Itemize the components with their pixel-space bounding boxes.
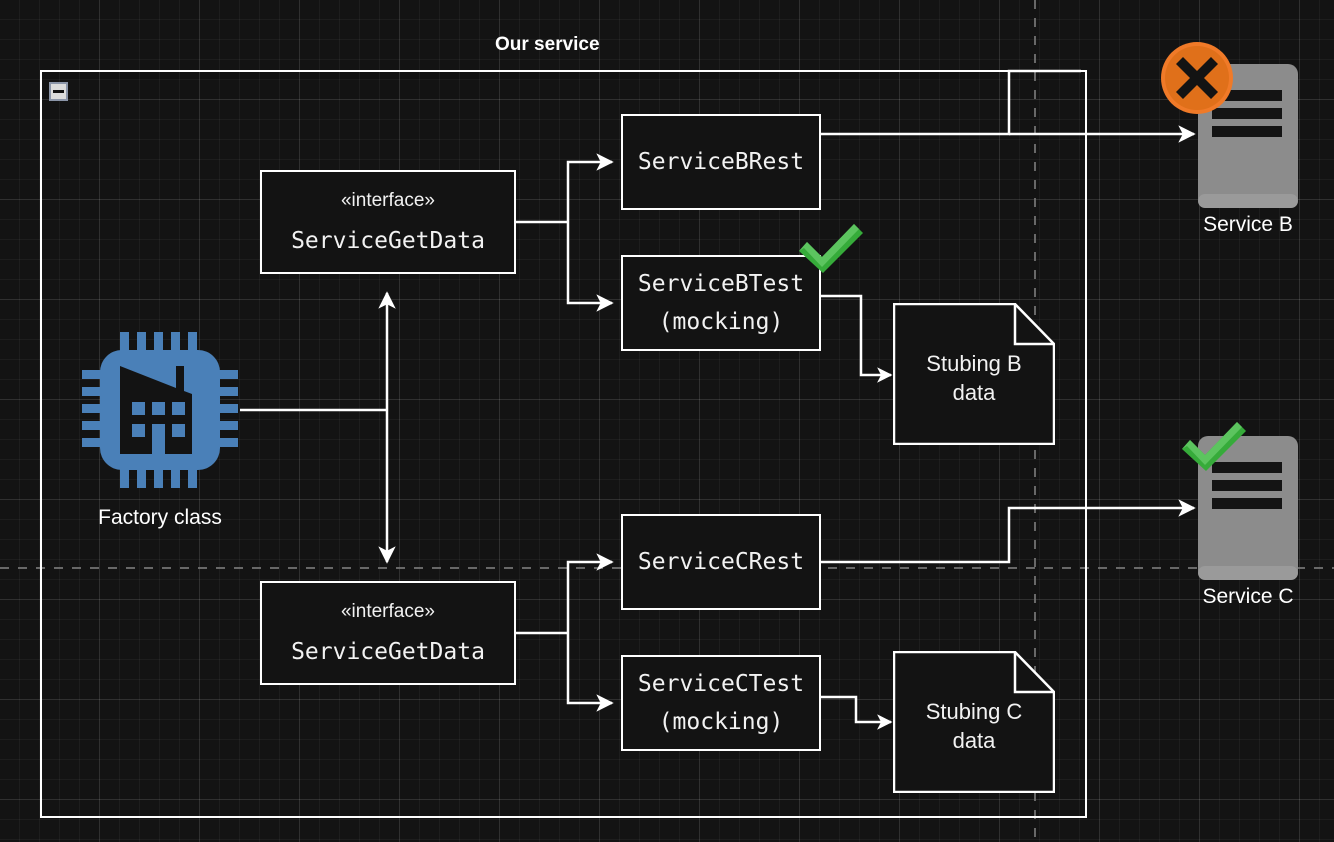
minus-glyph	[53, 90, 64, 93]
class-name: ServiceBTest	[637, 271, 805, 297]
check-icon-servicebtest	[795, 220, 867, 276]
interface-name: ServiceGetData	[291, 639, 485, 665]
check-icon-service-c	[1178, 418, 1250, 474]
class-name: ServiceBRest	[637, 149, 805, 175]
factory-class-label: Factory class	[98, 506, 222, 529]
class-stereotype-mocking: (mocking)	[658, 309, 784, 335]
document-line1: Stubing C	[925, 699, 1023, 724]
page-title: Our service	[495, 34, 600, 55]
class-name: ServiceCRest	[637, 549, 805, 575]
chip-factory-icon	[82, 332, 238, 488]
cross-icon-service-b	[1159, 40, 1235, 116]
document-label: Stubing C data	[893, 697, 1055, 755]
interface-servicegetdata-bottom[interactable]: «interface» ServiceGetData	[260, 581, 516, 685]
our-service-container[interactable]	[40, 70, 1087, 818]
factory-class-node[interactable]	[80, 330, 240, 495]
document-shape-icon	[892, 650, 1056, 794]
collapse-minus-icon[interactable]	[49, 82, 68, 101]
external-service-c[interactable]	[1196, 434, 1300, 582]
document-line1: Stubing B	[926, 351, 1022, 376]
interface-stereotype: «interface»	[340, 190, 435, 211]
document-stubing-c[interactable]: Stubing C data	[892, 650, 1056, 794]
document-line2: data	[952, 380, 996, 405]
class-servicebtest[interactable]: ServiceBTest (mocking)	[621, 255, 821, 351]
interface-stereotype: «interface»	[340, 601, 435, 622]
external-service-b-label: Service B	[1203, 213, 1293, 236]
interface-servicegetdata-top[interactable]: «interface» ServiceGetData	[260, 170, 516, 274]
class-name: ServiceCTest	[637, 671, 805, 697]
server-icon	[1198, 436, 1298, 580]
external-service-c-label: Service C	[1202, 585, 1294, 608]
class-servicebrest[interactable]: ServiceBRest	[621, 114, 821, 210]
document-line2: data	[952, 728, 996, 753]
class-servicecrest[interactable]: ServiceCRest	[621, 514, 821, 610]
document-stubing-b[interactable]: Stubing B data	[892, 302, 1056, 446]
class-servicectest[interactable]: ServiceCTest (mocking)	[621, 655, 821, 751]
document-shape-icon	[892, 302, 1056, 446]
class-stereotype-mocking: (mocking)	[658, 709, 784, 735]
interface-name: ServiceGetData	[291, 228, 485, 254]
document-label: Stubing B data	[893, 349, 1055, 407]
